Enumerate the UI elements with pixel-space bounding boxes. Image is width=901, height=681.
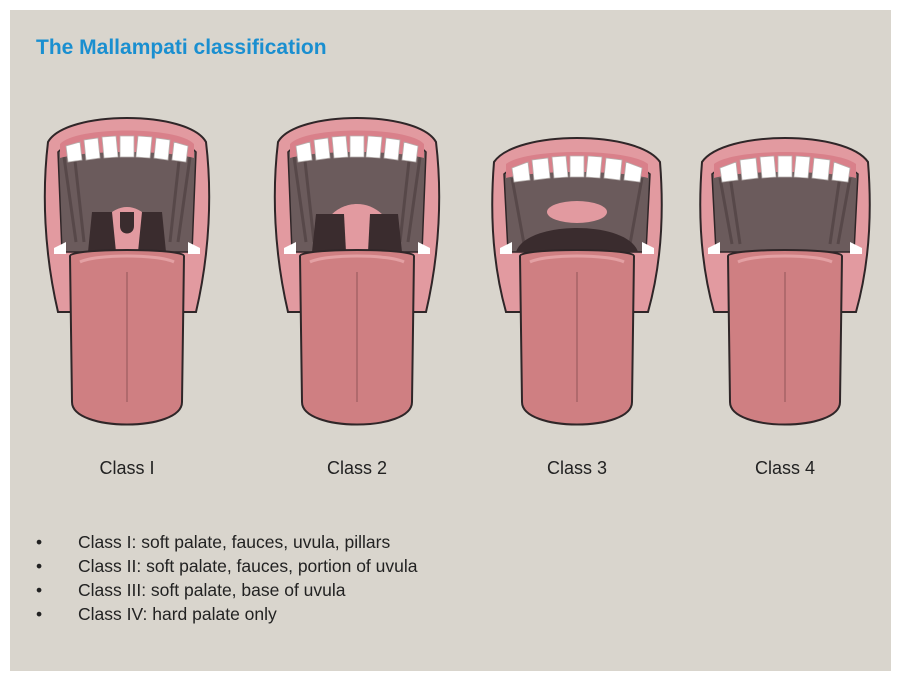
mouth-illustration-class-4: [694, 102, 876, 442]
figure-title: The Mallampati classification: [36, 36, 327, 60]
list-item: • Class II: soft palate, fauces, portion …: [30, 554, 418, 578]
classification-notes-list: • Class I: soft palate, fauces, uvula, pi…: [30, 530, 418, 626]
mouth-illustration-class-1: [36, 102, 218, 442]
mallampati-panel: The Mallampati classification Class I: [10, 10, 891, 671]
class-4-label: Class 4: [694, 458, 876, 479]
bullet: •: [36, 602, 42, 626]
note-text: Class II: soft palate, fauces, portion o…: [78, 556, 418, 576]
list-item: • Class III: soft palate, base of uvula: [30, 578, 418, 602]
mouth-illustration-class-2: [266, 102, 448, 442]
class-1-label: Class I: [36, 458, 218, 479]
note-text: Class III: soft palate, base of uvula: [78, 580, 346, 600]
bullet: •: [36, 530, 42, 554]
bullet: •: [36, 578, 42, 602]
note-text: Class I: soft palate, fauces, uvula, pil…: [78, 532, 390, 552]
mouth-illustration-class-3: [486, 102, 668, 442]
class-2-label: Class 2: [266, 458, 448, 479]
bullet: •: [36, 554, 42, 578]
note-text: Class IV: hard palate only: [78, 604, 277, 624]
list-item: • Class I: soft palate, fauces, uvula, pi…: [30, 530, 418, 554]
list-item: • Class IV: hard palate only: [30, 602, 418, 626]
class-3-label: Class 3: [486, 458, 668, 479]
